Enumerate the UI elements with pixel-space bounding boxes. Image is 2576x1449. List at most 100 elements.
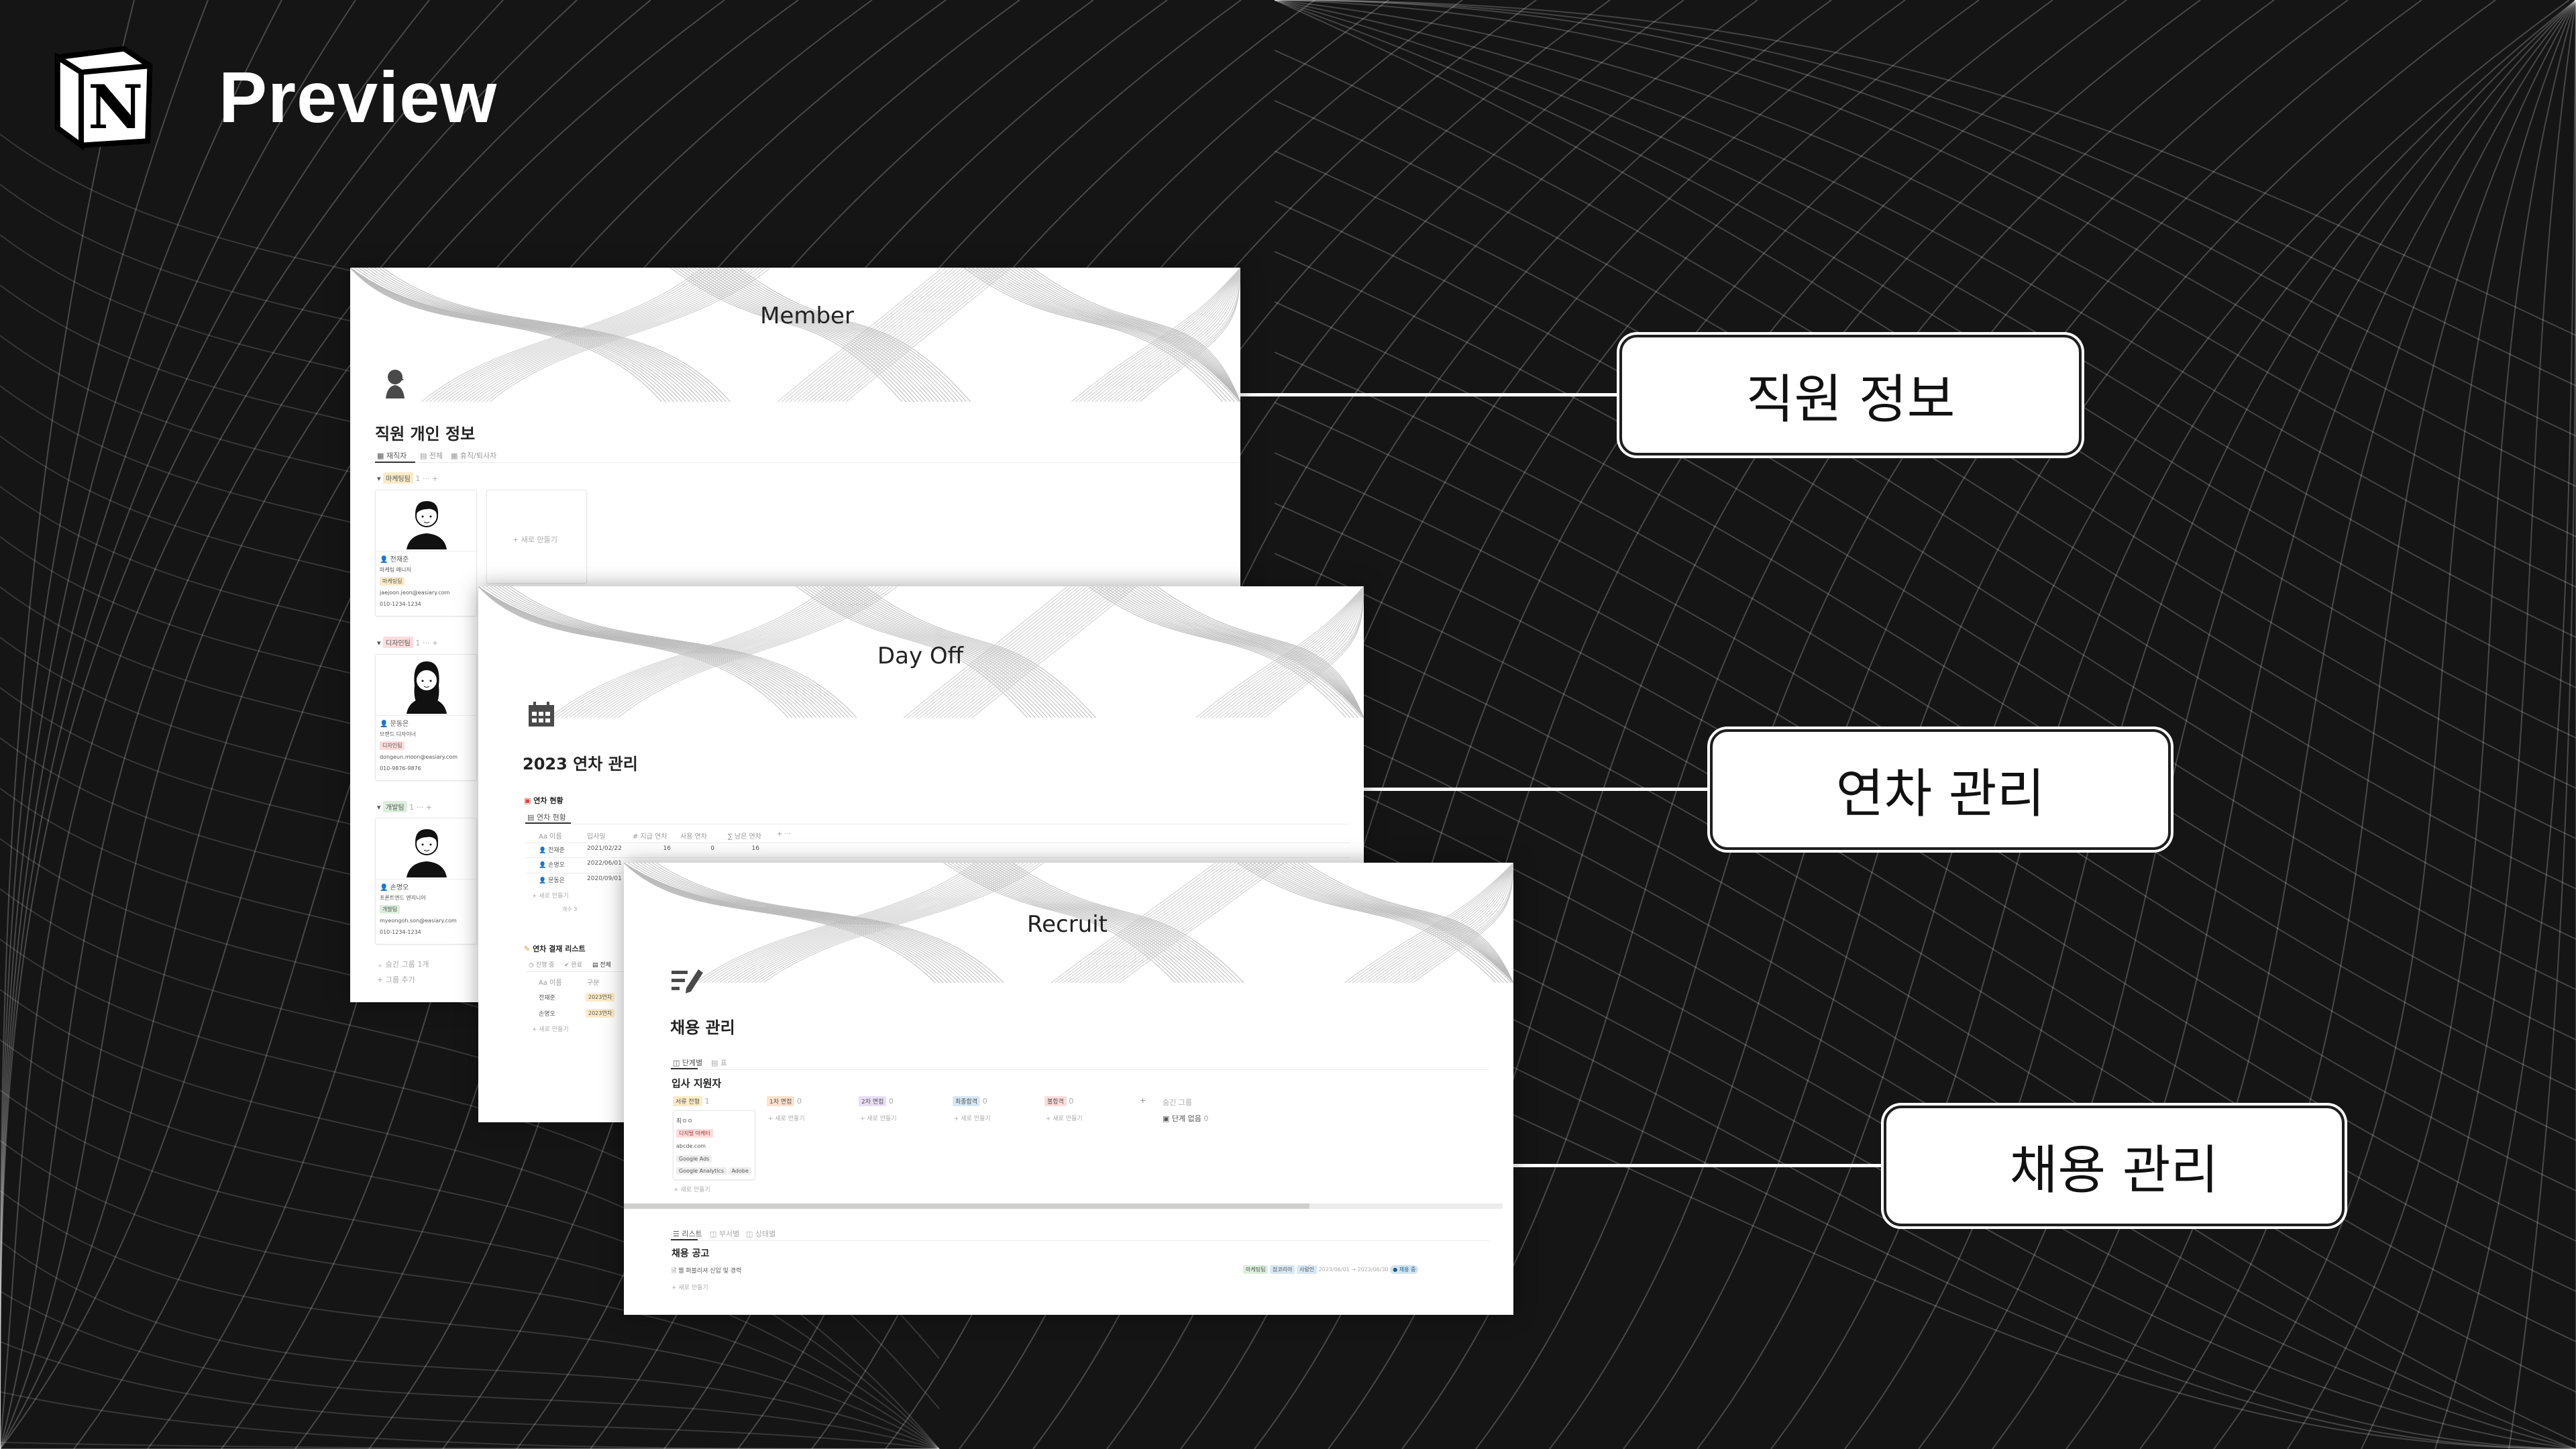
stage-header[interactable]: 서류 전형 1 (673, 1096, 709, 1106)
add-stage-button[interactable]: + (1140, 1096, 1146, 1105)
add-column-button[interactable]: + ··· (777, 830, 792, 838)
column-header[interactable]: Aa 이름 (539, 979, 562, 987)
table-cell-number: 0 (710, 845, 714, 852)
plus-icon[interactable]: + (425, 803, 432, 812)
tab-current-staff[interactable]: ▦ 재직자 (377, 451, 407, 460)
new-post-button[interactable]: + 새로 만들기 (672, 1285, 708, 1291)
stage-count: 1 (704, 1097, 710, 1106)
post-meta: 마케팅팀 잡코리아 사람인 2023/06/01 → 2023/06/30 ● … (1243, 1265, 1419, 1274)
applicant-name: 최ㅇㅇ (676, 1118, 693, 1125)
cover-title: Member (760, 303, 854, 329)
tab-table[interactable]: ▤ 표 (711, 1059, 728, 1067)
add-group-button[interactable]: + 그룹 추가 (377, 975, 415, 984)
new-applicant-button[interactable]: + 새로 만들기 (860, 1116, 897, 1122)
tag-label: Google Analytics (676, 1167, 727, 1175)
group-count: 1 (415, 474, 421, 483)
tab-by-department[interactable]: ◫ 부서별 (710, 1230, 740, 1238)
column-header[interactable]: # 지급 연차 (633, 833, 667, 841)
tab-by-stage[interactable]: ◫ 단계별 (673, 1059, 703, 1067)
tag-label: 디지털 마케터 (676, 1129, 713, 1138)
horizontal-scrollbar-track[interactable] (624, 1203, 1503, 1209)
table-row-name[interactable]: 👤 손명오 (539, 862, 565, 869)
svg-text:N: N (88, 72, 143, 143)
approval-row-name[interactable]: 손명오 (539, 1011, 555, 1018)
member-name: 👤 문동은 (380, 720, 409, 728)
page-cover (350, 268, 1240, 402)
stage-header[interactable]: 2차 면접 0 (859, 1096, 894, 1106)
skill-tag: Google Ads (676, 1154, 712, 1163)
stage-header[interactable]: 불합격 0 (1044, 1096, 1073, 1106)
stage-tag: 2차 면접 (859, 1096, 887, 1106)
section-heading-applicants: 입사 지원자 (672, 1077, 722, 1089)
callout-recruit: 채용 관리 (1884, 1106, 2345, 1226)
new-applicant-button[interactable]: + 새로 만들기 (954, 1116, 991, 1122)
tab-by-status[interactable]: ◫ 상태별 (746, 1230, 776, 1238)
column-header[interactable]: Aa 이름 (539, 833, 562, 841)
column-header[interactable]: ∑ 남은 연차 (728, 833, 761, 841)
avatar (407, 501, 447, 549)
plus-icon[interactable]: + (431, 474, 439, 483)
new-row-button[interactable]: + 새로 만들기 (532, 893, 569, 900)
more-icon[interactable]: ··· (416, 803, 424, 812)
new-card-button[interactable]: + 새로 만들기 (486, 490, 587, 584)
table-cell-number: 16 (663, 845, 671, 852)
hidden-groups-toggle[interactable]: ⌄ 숨긴 그룹 1개 (377, 960, 429, 969)
group-header[interactable]: ▾ 마케팅팀 1 ··· + (377, 472, 438, 484)
connector-line (1364, 788, 1713, 791)
tab-leave[interactable]: ▦ 휴직/퇴사자 (451, 451, 497, 460)
member-team-tag: 마케팅팀 (380, 576, 405, 586)
section-heading-posts: 채용 공고 (672, 1248, 710, 1259)
member-team-tag: 디자인팀 (380, 741, 405, 750)
approval-row-name[interactable]: 전재준 (539, 995, 555, 1002)
hidden-group-label: 숨긴 그룹 (1163, 1098, 1192, 1107)
tab-label: 전체 (600, 962, 611, 969)
column-header[interactable]: 사용 연차 (680, 833, 707, 841)
member-card[interactable]: 👤 손명오 프론트엔드 엔지니어 개발팀 myeongoh.son@easiar… (375, 818, 477, 945)
stage-header[interactable]: 최종합격 0 (953, 1096, 987, 1106)
approval-tab[interactable]: ▤ 전체 (592, 962, 611, 969)
tab-label: 연차 현황 (536, 813, 566, 822)
table-row-name[interactable]: 👤 문동은 (539, 877, 565, 884)
no-stage-group[interactable]: ▣ 단계 없음 0 (1163, 1114, 1209, 1123)
column-header[interactable]: 입사일 (587, 833, 606, 841)
approval-tab[interactable]: ✔ 완료 (564, 962, 582, 969)
tag-label: 개발팀 (380, 905, 400, 914)
group-header[interactable]: ▾ 디자인팀 1 ··· + (377, 637, 438, 648)
approval-tab[interactable]: ◷ 진행 중 (529, 962, 555, 969)
table-cell-number: 16 (751, 845, 759, 852)
table-row-name[interactable]: 👤 전재준 (539, 847, 565, 854)
job-post-row[interactable]: 🗎 웹 퍼블리셔 신입 및 경력 (672, 1268, 742, 1275)
member-card[interactable]: 👤 문동은 브랜드 디자이너 디자인팀 dongeun.moon@easiary… (375, 654, 477, 781)
table-cell-date: 2021/02/22 (587, 845, 622, 852)
new-applicant-button[interactable]: + 새로 만들기 (768, 1116, 805, 1122)
member-email[interactable]: jaejoon.jeon@easiary.com (380, 590, 450, 596)
plus-icon[interactable]: + (431, 639, 439, 647)
member-card[interactable]: 👤 전재준 마케팅 매니저 마케팅팀 jaejoon.jeon@easiary.… (375, 490, 477, 616)
member-phone: 010-1234-1234 (380, 929, 421, 935)
page-title: 채용 관리 (670, 1018, 735, 1037)
tab-underline (671, 1068, 698, 1069)
tab-status[interactable]: ▤ 연차 현황 (527, 813, 566, 822)
member-team-tag: 개발팀 (380, 904, 400, 914)
calendar-icon (529, 702, 554, 727)
tab-list[interactable]: ☰ 리스트 (673, 1230, 702, 1238)
stage-header[interactable]: 1차 면접 0 (767, 1096, 802, 1106)
member-email[interactable]: dongeun.moon@easiary.com (380, 754, 458, 760)
new-applicant-button[interactable]: + 새로 만들기 (674, 1187, 710, 1193)
member-email[interactable]: myeongoh.son@easiary.com (380, 918, 457, 924)
tab-all[interactable]: ▤ 전체 (420, 451, 443, 460)
new-applicant-button[interactable]: + 새로 만들기 (1046, 1116, 1083, 1122)
column-header[interactable]: 구분 (587, 979, 600, 987)
new-row-button[interactable]: + 새로 만들기 (532, 1026, 569, 1033)
scrollbar-thumb[interactable] (624, 1203, 1309, 1209)
more-icon[interactable]: ··· (422, 639, 430, 647)
post-title: 웹 퍼블리셔 신입 및 경력 (678, 1268, 742, 1275)
applicant-card[interactable]: 최ㅇㅇ 디지털 마케터 abcde.com Google Ads Google … (673, 1110, 755, 1180)
group-header[interactable]: ▾ 개발팀 1 ··· + (377, 801, 432, 812)
edit-list-icon (672, 969, 703, 994)
tab-underline (525, 822, 571, 824)
group-tag: 개발팀 (383, 801, 407, 812)
member-role: 브랜드 디자이너 (380, 731, 417, 737)
more-icon[interactable]: ··· (422, 474, 430, 483)
page-title: 2023 연차 관리 (523, 755, 638, 773)
